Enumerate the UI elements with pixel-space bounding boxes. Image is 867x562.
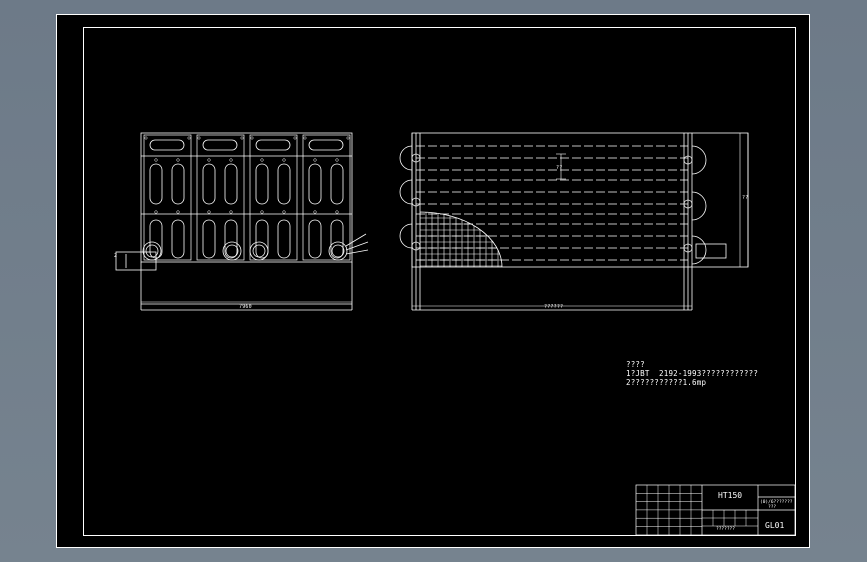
corner-hole (187, 136, 191, 140)
bolt-hole (313, 210, 317, 214)
hatch-boundary (419, 211, 503, 268)
panel-group (302, 134, 351, 261)
panel-group (196, 134, 245, 261)
title-block-bottom-row: ??????? (716, 527, 735, 532)
dimension-lines (141, 133, 741, 307)
side-view (399, 132, 749, 311)
bolt-hole (282, 158, 286, 162)
front-view-columns (143, 134, 351, 261)
bolt-hole (176, 158, 180, 162)
middle-slot (330, 163, 344, 205)
lower-slot (202, 219, 216, 259)
inner-border (83, 27, 796, 536)
middle-slot (149, 163, 163, 205)
material-label: HT150 (718, 491, 743, 500)
corner-hole (240, 136, 244, 140)
tube-end (411, 197, 421, 207)
drawing-sheet: 7960 ?????? 2 ?? ?? ???? 1?JBT 2192-1993… (56, 14, 810, 548)
lower-slot (171, 219, 185, 259)
lower-slot (255, 219, 269, 259)
bolt-hole (154, 158, 158, 162)
bolt-hole (154, 210, 158, 214)
panel-group (249, 134, 298, 261)
right-width-label: ?????? (544, 304, 564, 310)
notes-line-1: 1?JBT 2192-1993???????????? (626, 369, 759, 378)
middle-slot (277, 163, 291, 205)
middle-slot (224, 163, 238, 205)
middle-slot (202, 163, 216, 205)
lower-slot (308, 219, 322, 259)
lower-slot (330, 219, 344, 259)
corner-hole (250, 136, 254, 140)
tube-end (683, 199, 693, 209)
notes-heading: ???? (626, 360, 645, 369)
tube-end (411, 153, 421, 163)
corner-hole (197, 136, 201, 140)
corner-hole (144, 136, 148, 140)
center-dimension (556, 153, 566, 180)
left-width-label: 7960 (239, 304, 252, 310)
side-view-tubes (411, 145, 693, 261)
bolt-hole (282, 210, 286, 214)
corner-hole (303, 136, 307, 140)
middle-slot (255, 163, 269, 205)
corner-hole (346, 136, 350, 140)
front-view-pipes (141, 233, 369, 305)
bolt-hole (229, 158, 233, 162)
outlet-stub (695, 243, 727, 259)
drawing-number: GL01 (765, 521, 785, 530)
top-slot (149, 139, 185, 151)
front-view-body (140, 132, 353, 263)
bolt-hole (260, 210, 264, 214)
center-mark: ?? (556, 165, 563, 171)
notes-line-2: 2???????????1.6mp (626, 378, 707, 387)
bolt-hole (335, 158, 339, 162)
top-slot (202, 139, 238, 151)
outer-border (56, 14, 810, 548)
title-block-grid (636, 485, 758, 535)
bolt-hole (260, 158, 264, 162)
front-view (115, 132, 353, 311)
title-block-note: (0)/6??????? (760, 500, 793, 505)
bolt-hole (313, 158, 317, 162)
corner-hole (293, 136, 297, 140)
tube-end (683, 243, 693, 253)
middle-slot (171, 163, 185, 205)
tube-end (683, 155, 693, 165)
lower-slot (149, 219, 163, 259)
technical-drawing (56, 14, 810, 548)
bolt-hole (335, 210, 339, 214)
bolt-hole (207, 158, 211, 162)
left-side-mark: 2 (114, 253, 118, 259)
title-block-note-2: ??? (768, 505, 777, 510)
bolt-hole (176, 210, 180, 214)
bolt-hole (207, 210, 211, 214)
bolt-hole (229, 210, 233, 214)
inlet-stub (115, 251, 157, 271)
middle-slot (308, 163, 322, 205)
top-slot (255, 139, 291, 151)
lower-slot (224, 219, 238, 259)
cutaway-hatch (419, 211, 503, 268)
right-side-label: ?? (742, 195, 749, 201)
hatch-lines (420, 212, 502, 267)
panel-group (143, 134, 192, 261)
side-view-body (411, 132, 749, 268)
lower-slot (277, 219, 291, 259)
top-slot (308, 139, 344, 151)
